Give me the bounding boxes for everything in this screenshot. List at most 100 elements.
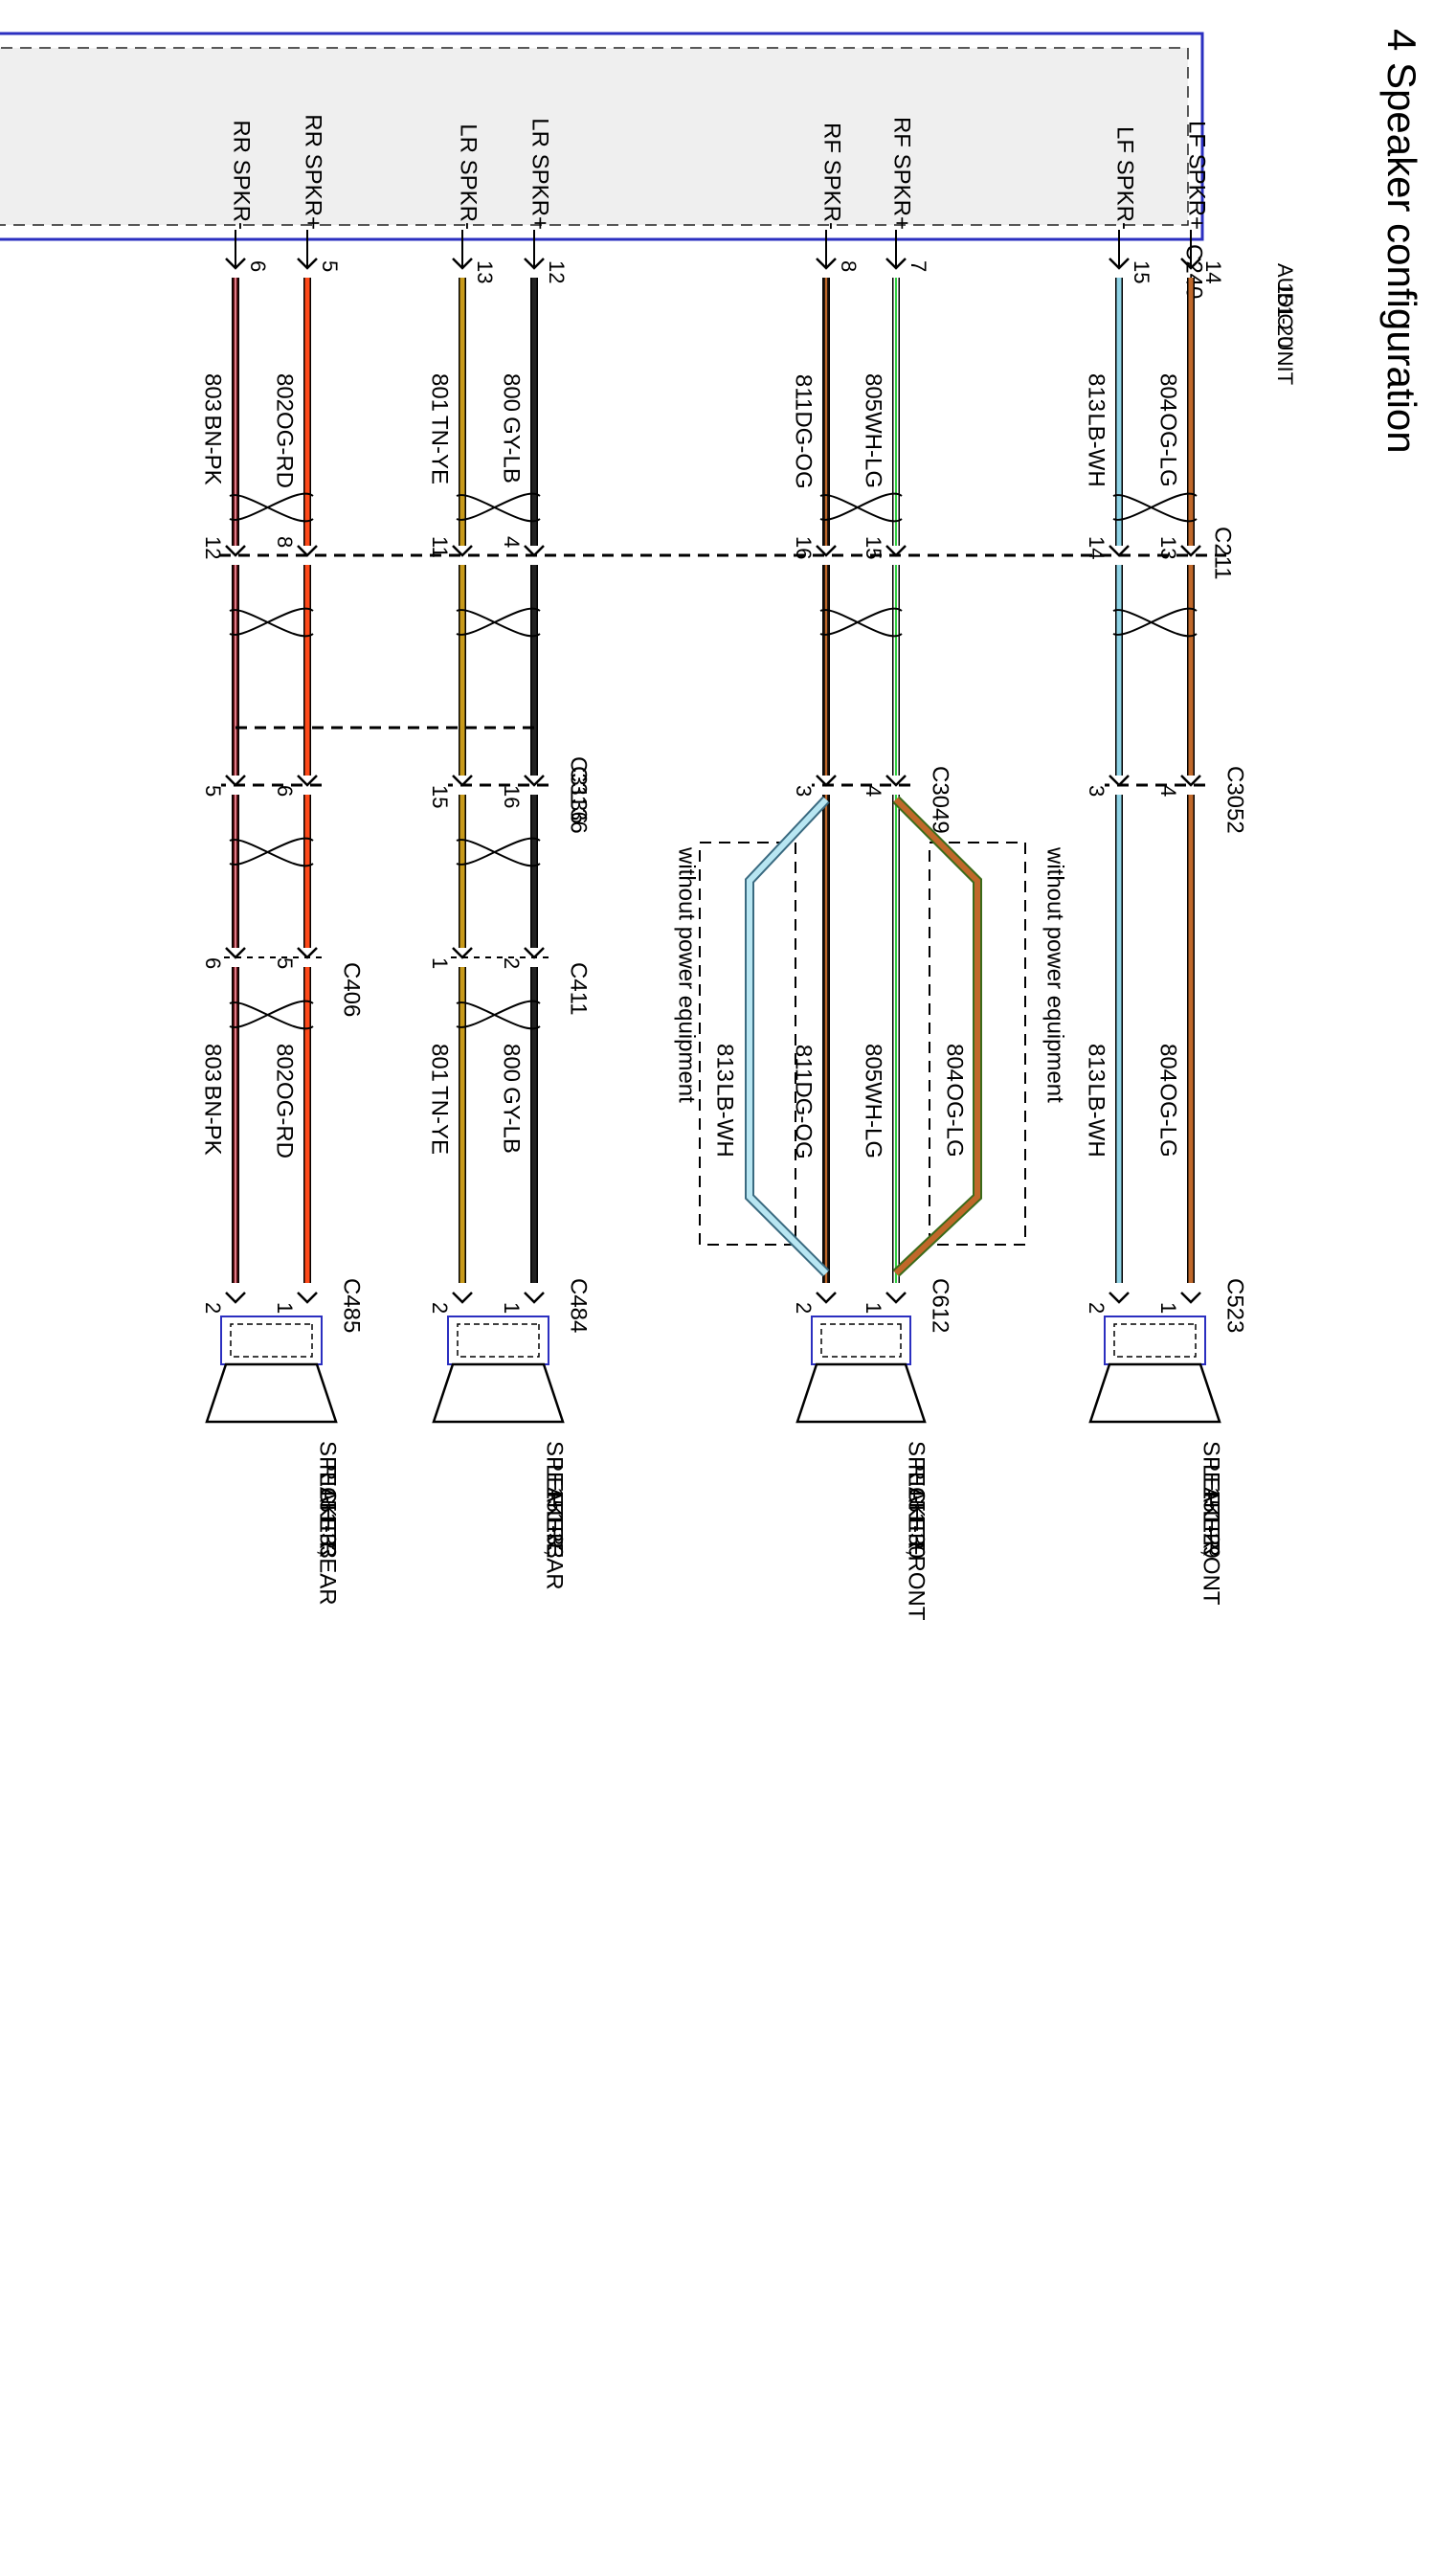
channel-lr-end-arrow-0	[524, 1292, 545, 1304]
channel-rr-color1-1: BN-PK	[200, 415, 226, 484]
channel-rr-c2-pin-1: 6	[201, 957, 225, 969]
channel-rf-mid-arrow-0	[885, 775, 907, 787]
speaker-rf-label-1: RIGHT FRONT	[904, 1464, 930, 1621]
channel-lf-color2-1: LB-WH	[1084, 1083, 1109, 1157]
channel-rf-circuit1-1: 811	[791, 374, 817, 411]
speaker-rf-label-0: SPEAKER,	[904, 1441, 930, 1556]
channel-rr-c211-arrow-0	[297, 545, 318, 557]
channel-rf-twist2	[819, 607, 903, 638]
speaker-lr-label-2: 151-33	[542, 1487, 568, 1559]
speaker-rr-icon	[205, 1362, 338, 1424]
channel-rr-twist3	[229, 837, 314, 867]
channel-lr-pin-label-0: LR SPKR+	[527, 118, 553, 230]
channel-lf-circuit2-0: 804	[1155, 1044, 1181, 1082]
rf-bypass-circuit-1: 813	[712, 1044, 738, 1082]
channel-rr-c211-pin-0: 8	[273, 536, 297, 548]
channel-lf-end-arrow-0	[1180, 1292, 1201, 1304]
channel-rr-c2-arrow-1	[225, 947, 246, 959]
channel-lf-circuit1-0: 804	[1155, 373, 1181, 412]
channel-rf-end-arrow-1	[816, 1292, 837, 1304]
channel-lf-mid-pin-0: 4	[1156, 785, 1180, 797]
channel-rr-mid-arrow-0	[297, 775, 318, 787]
channel-lr-au-pin-0: 12	[545, 260, 569, 283]
channel-rr-circuit2-0: 802	[272, 1044, 298, 1082]
channel-rr-circuit1-0: 802	[272, 373, 298, 412]
channel-rr-au-arrow-0	[297, 258, 318, 270]
speaker-rr-label-0: SPEAKER,	[315, 1441, 341, 1556]
speaker-rf-label-2: 151-30	[904, 1487, 930, 1559]
speaker-lf-label-1: LEFT FRONT	[1198, 1464, 1224, 1606]
channel-rr-au-pin-1: 6	[246, 260, 270, 272]
channel-lf-c211-pin-0: 13	[1156, 536, 1180, 559]
channel-lr-c2-arrow-1	[452, 947, 473, 959]
channel-lr-mid-pin-1: 15	[428, 785, 452, 808]
channel-lr-end-arrow-1	[452, 1292, 473, 1304]
channel-rf-twist1	[819, 492, 903, 523]
channel-rf-mid-pin-1: 3	[792, 785, 816, 797]
channel-rr-twist1	[229, 492, 314, 523]
channel-rr-end-name: C485	[339, 1278, 365, 1333]
rf-bypass-color-0: OG-LG	[942, 1083, 968, 1157]
channel-rr-twist4	[229, 1000, 314, 1030]
channel-lr-end-name: C484	[566, 1278, 592, 1333]
channel-lr-c211-pin-1: 11	[428, 536, 452, 558]
speaker-lf-coil	[1113, 1323, 1197, 1358]
channel-rf-color2-0: WH-LG	[861, 1082, 886, 1158]
channel-lr-mid-arrow-1	[452, 775, 473, 787]
channel-rf-c211-pin-0: 15	[862, 536, 885, 559]
channel-lf-color2-0: OG-LG	[1155, 1083, 1181, 1157]
channel-rr-mid-pin-1: 5	[201, 785, 225, 797]
channel-lr-au-pin-1: 13	[473, 260, 497, 283]
rf-bypass-color-1: LB-WH	[712, 1083, 738, 1157]
rf-bypass-circuit-0: 804	[942, 1044, 968, 1082]
channel-rr-c2-name: C406	[339, 962, 365, 1017]
channel-rf-end-pin-0: 1	[862, 1302, 885, 1314]
speaker-rf-icon	[795, 1362, 927, 1424]
channel-rr-circuit1-1: 803	[200, 373, 226, 412]
channel-rf-circuit1-0: 805	[861, 373, 886, 412]
speaker-lr-label-1: LEFT REAR	[542, 1464, 568, 1590]
channel-rf-pin-label-0: RF SPKR+	[889, 117, 915, 230]
channel-lr-c2-pin-0: 2	[500, 957, 524, 969]
speaker-lr-icon	[432, 1362, 565, 1424]
channel-lf-c211-arrow-0	[1180, 545, 1201, 557]
channel-rr-mid-arrow-1	[225, 775, 246, 787]
channel-lf-c211-pin-1: 14	[1085, 536, 1109, 559]
channel-rf-pin-label-1: RF SPKR-	[819, 123, 845, 230]
channel-lf-color1-1: LB-WH	[1084, 413, 1109, 486]
channel-lf-end-pin-1: 2	[1085, 1302, 1109, 1314]
channel-rr-color2-1: BN-PK	[200, 1085, 226, 1155]
channel-rr-color2-0: OG-RD	[272, 1082, 298, 1158]
channel-lr-au-arrow-0	[524, 258, 545, 270]
speaker-rr-coil	[230, 1323, 313, 1358]
channel-lf-au-pin-1: 15	[1130, 260, 1154, 283]
channel-lr-pin-label-1: LR SPKR-	[456, 124, 482, 230]
rf-bypass-804	[893, 797, 980, 1276]
channel-lr-circuit2-0: 800	[499, 1044, 525, 1082]
connector-c211-label: C211	[1210, 527, 1236, 580]
speaker-rr-label-1: RIGHT REAR	[315, 1464, 341, 1606]
channel-lr-c2-name: C411	[566, 962, 592, 1016]
channel-rr-au-pin-0: 5	[318, 260, 342, 272]
channel-lr-color1-0: GY-LB	[499, 416, 525, 484]
channel-lf-mid-pin-1: 3	[1085, 785, 1109, 797]
channel-rr-end-arrow-0	[297, 1292, 318, 1304]
channel-rf-mid-pin-0: 4	[862, 785, 885, 797]
channel-lf-end-pin-0: 1	[1156, 1302, 1180, 1314]
channel-lr-end-pin-1: 2	[428, 1302, 452, 1314]
channel-lf-end-name: C523	[1222, 1278, 1248, 1333]
diagram-title: 4 Speaker configuration	[1379, 29, 1424, 454]
without-power-label-bottom: without power equipment	[674, 846, 700, 1103]
channel-rf-color2-1: DG-OG	[791, 1081, 817, 1158]
channel-rr-c2-pin-0: 5	[273, 957, 297, 969]
audio-unit-box	[0, 32, 1204, 241]
channel-lr-c211-arrow-1	[452, 545, 473, 557]
channel-lf-au-arrow-1	[1109, 258, 1130, 270]
channel-rr-mid-pin-0: 6	[273, 785, 297, 797]
channel-lf-twist1	[1112, 492, 1198, 523]
channel-lr-color2-0: GY-LB	[499, 1087, 525, 1154]
channel-lf-pin-label-0: LF SPKR+	[1184, 121, 1210, 230]
channel-rf-end-pin-1: 2	[792, 1302, 816, 1314]
channel-lr-au-arrow-1	[452, 258, 473, 270]
rf-bypass-box-top	[929, 842, 1026, 1246]
